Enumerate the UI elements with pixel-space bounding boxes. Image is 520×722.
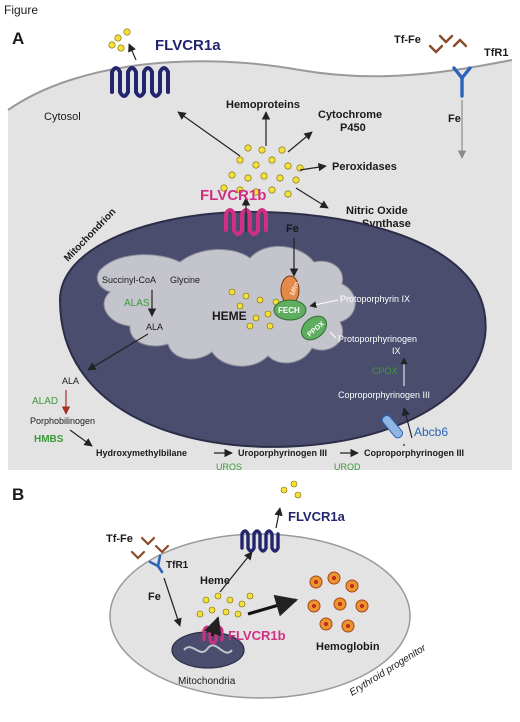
mitochondrion (58, 210, 487, 448)
erythroid-cell (109, 533, 411, 699)
succinyl-coa-label: Succinyl-CoA (102, 275, 156, 285)
abcb6-transporter-icon (381, 414, 404, 439)
tf-fe-b-label: Tf-Fe (106, 533, 133, 545)
panel-a: A FLVCR1a Tf-Fe TfR1 Fe Cytosol (7, 28, 513, 472)
cpox-label: CPOX (372, 366, 398, 376)
tf-fe-label: Tf-Fe (394, 34, 421, 46)
arrow-to-flvcr1a (177, 111, 241, 157)
protoporphyrinogen-label-line2: IX (392, 346, 401, 356)
flvcr1a-label: FLVCR1a (155, 37, 221, 54)
arrow-to-peroxidases (299, 162, 327, 172)
heme-dots-b-cytosol (196, 592, 254, 618)
uroporphyrinogen-label: Uroporphyrinogen III (238, 448, 327, 458)
nitric-oxide-label-line1: Nitric Oxide (346, 205, 408, 217)
cytochrome-label-line1: Cytochrome (318, 109, 382, 121)
heme-b-label: Heme (200, 575, 230, 587)
flvcr1a-b-transporter-icon (240, 529, 280, 553)
arrow-flvcr1a-b-export (274, 507, 283, 529)
panel-b-label: B (12, 485, 24, 504)
cytosol-label: Cytosol (44, 111, 81, 123)
porphobilinogen-label: Porphobilinogen (30, 416, 95, 426)
cell-membrane (7, 59, 513, 111)
tfr1-label: TfR1 (484, 47, 508, 59)
protoporphyrinogen-label-line1: Protoporphyrinogen (338, 334, 417, 344)
arrow-to-nitric-oxide (295, 187, 329, 209)
fe-b-label: Fe (148, 591, 161, 603)
arrow-fe-b (163, 577, 182, 627)
mitochondria-b-cristae (183, 644, 233, 654)
ala-inner-label: ALA (146, 322, 163, 332)
ppox-enzyme-icon (300, 315, 328, 341)
heme-dots-export (108, 28, 131, 52)
arrow-protoporphyrin-to-fech (309, 299, 339, 309)
hemoglobin-core-dots (312, 576, 364, 628)
arrow-heme-to-flvcr1a (219, 551, 253, 593)
uros-label: UROS (216, 462, 242, 472)
mfrn-label: Mfrn (290, 281, 301, 297)
panel-b: B FLVCR1a Tf-Fe TfR1 Fe (12, 480, 429, 699)
hemoglobin-label: Hemoglobin (316, 641, 380, 653)
protoporphyrin-label: Protoporphyrin IX (340, 294, 410, 304)
tfr1-receptor-icon (452, 66, 472, 98)
coproporphyrinogen-inner-label: Coproporphyrinogen III (338, 390, 430, 400)
flvcr1b-b-label: FLVCR1b (228, 628, 286, 643)
transferrin-icon (428, 34, 468, 54)
abcb6-label: Abcb6 (414, 425, 448, 439)
flvcr1b-label: FLVCR1b (200, 187, 266, 204)
tfr1-b-label: TfR1 (166, 560, 189, 571)
arrow-flvcr1a-export (128, 43, 137, 61)
arrow-hmbs (69, 429, 93, 447)
figure-label: Figure (4, 3, 38, 17)
panel-a-label: A (12, 29, 24, 48)
fech-label: FECH (278, 306, 300, 315)
heme-dots-matrix (228, 288, 280, 330)
heme-dots-cytosol (220, 144, 304, 198)
heme-dots-b-export (280, 480, 302, 499)
urod-label: UROD (334, 462, 361, 472)
tfr1-b-receptor-icon (148, 554, 164, 574)
transferrin-b-icon (130, 536, 170, 560)
hydroxymethylbilane-label: Hydroxymethylbilane (96, 448, 187, 458)
heme-label: HEME (212, 309, 247, 323)
alad-label: ALAD (32, 396, 58, 407)
glycine-label: Glycine (170, 275, 200, 285)
peroxidases-label: Peroxidases (332, 161, 397, 173)
arrow-protoporphyrinogen-to-ppox (329, 331, 337, 339)
fe-mito-label: Fe (286, 223, 299, 235)
hmbs-label: HMBS (34, 434, 64, 445)
fech-enzyme-icon (273, 299, 307, 321)
flvcr1a-b-label: FLVCR1a (288, 509, 346, 524)
alas-label: ALAS (124, 298, 150, 309)
arrow-heme-to-hemoglobin (247, 594, 299, 617)
ala-outer-label: ALA (62, 376, 79, 386)
flvcr1a-transporter-icon (110, 66, 170, 98)
hemoproteins-label: Hemoproteins (226, 99, 300, 111)
mitochondria-b-label: Mitochondria (178, 676, 236, 687)
cytochrome-label-line2: P450 (340, 122, 366, 134)
arrow-to-cytochrome (287, 131, 313, 153)
arrow-abcb6-import (401, 407, 413, 439)
arrow-flvcr1b-b-export (204, 616, 222, 637)
coproporphyrinogen-outer-label: Coproporphyrinogen III (364, 448, 464, 458)
fe-cytosol-label: Fe (448, 113, 461, 125)
arrow-ala-export (87, 333, 149, 371)
